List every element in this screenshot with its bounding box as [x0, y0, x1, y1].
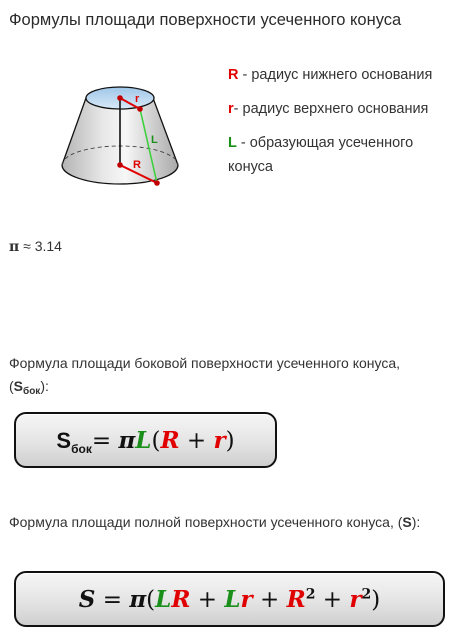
lateral-caption-sub: бок [23, 386, 41, 397]
pi-symbol: π [9, 239, 20, 255]
lateral-area-formula: Sбок= πL(R + r) [14, 412, 277, 468]
legend-item-R: R - радиус нижнего основания [228, 63, 448, 87]
legend-symbol-R: R [228, 67, 239, 83]
legend-text-R: - радиус нижнего основания [238, 67, 433, 83]
slant-height-line [139, 108, 158, 184]
pi-approx: ≈ 3.14 [19, 238, 62, 254]
legend-symbol-L: L [228, 135, 237, 151]
lateral-caption-close: ): [40, 378, 49, 394]
lateral-area-caption: Формула площади боковой поверхности усеч… [9, 352, 429, 400]
total-caption-symbol: S [402, 514, 412, 530]
legend-text-r: - радиус верхнего основания [233, 101, 429, 117]
lateral-formula-expression: Sбок= πL(R + r) [56, 426, 235, 456]
page-title: Формулы площади поверхности усеченного к… [9, 11, 402, 29]
total-area-caption: Формула площади полной поверхности усече… [9, 511, 429, 534]
total-area-formula: S = π(LR + Lr + R2 + r2) [14, 571, 445, 627]
lateral-caption-text: Формула площади боковой поверхности усеч… [9, 355, 401, 394]
label-r: r [135, 93, 140, 105]
pi-value: π ≈ 3.14 [9, 238, 62, 255]
total-caption-close: ): [411, 514, 421, 530]
truncated-cone-figure: r L R [61, 86, 179, 186]
bottom-center-point [117, 162, 123, 168]
legend-symbol-r: r [228, 101, 234, 117]
total-formula-expression: S = π(LR + Lr + R2 + r2) [78, 585, 381, 613]
bottom-edge-point [154, 180, 160, 186]
bottom-radius-line [119, 164, 158, 184]
top-radius-line [119, 97, 141, 110]
lateral-caption-symbol: S [13, 378, 24, 394]
legend: R - радиус нижнего основания r- радиус в… [228, 63, 448, 189]
top-edge-point [137, 106, 143, 112]
label-L: L [151, 134, 158, 146]
top-center-point [117, 95, 123, 101]
label-R: R [133, 159, 141, 171]
total-caption-text: Формула площади полной поверхности усече… [9, 514, 403, 530]
legend-item-L: L - образующая усеченного конуса [228, 131, 448, 179]
legend-item-r: r- радиус верхнего основания [228, 97, 448, 121]
legend-text-L: - образующая усеченного конуса [228, 135, 414, 175]
